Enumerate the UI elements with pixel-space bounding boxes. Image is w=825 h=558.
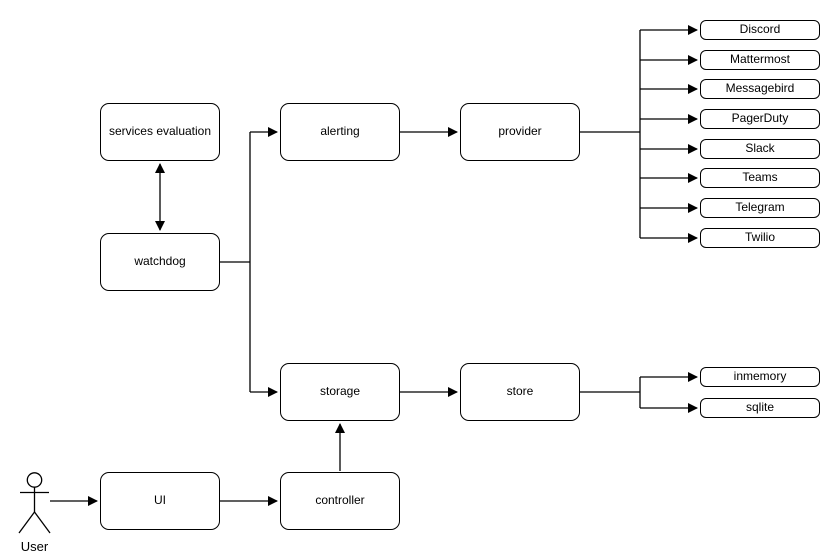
- node-store: store: [460, 363, 580, 421]
- node-provider-pagerduty: PagerDuty: [700, 109, 820, 129]
- node-provider-mattermost: Mattermost: [700, 50, 820, 70]
- node-backend-inmemory: inmemory: [700, 367, 820, 387]
- node-provider-discord: Discord: [700, 20, 820, 40]
- node-backend-sqlite: sqlite: [700, 398, 820, 418]
- node-storage: storage: [280, 363, 400, 421]
- user-actor-icon: [18, 472, 51, 534]
- node-services-evaluation: services evaluation: [100, 103, 220, 161]
- node-provider-telegram: Telegram: [700, 198, 820, 218]
- node-provider-messagebird: Messagebird: [700, 79, 820, 99]
- node-provider: provider: [460, 103, 580, 161]
- user-actor-label: User: [20, 539, 49, 554]
- node-ui: UI: [100, 472, 220, 530]
- node-controller: controller: [280, 472, 400, 530]
- node-alerting: alerting: [280, 103, 400, 161]
- node-provider-slack: Slack: [700, 139, 820, 159]
- node-provider-twilio: Twilio: [700, 228, 820, 248]
- node-provider-teams: Teams: [700, 168, 820, 188]
- node-watchdog: watchdog: [100, 233, 220, 291]
